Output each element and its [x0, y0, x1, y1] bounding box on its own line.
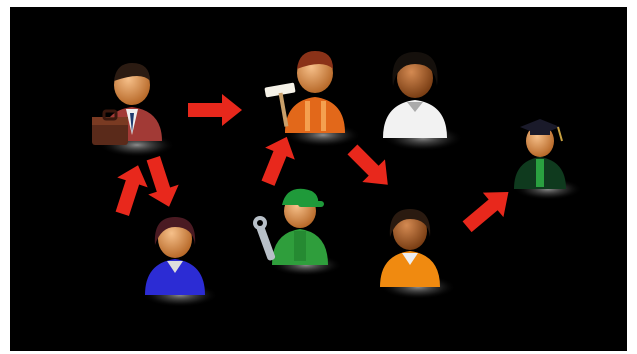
diagram-canvas: [10, 7, 627, 351]
arrow-right-1: [188, 94, 242, 126]
mechanic-icon: [253, 189, 342, 276]
arrow-down-right: [341, 138, 399, 196]
woman-white-icon: [383, 52, 463, 151]
arrow-up-left: [107, 160, 153, 218]
woman-orange-icon: [380, 209, 456, 299]
arrow-up-right: [457, 180, 519, 239]
woman-purple-icon: [142, 217, 218, 307]
graduate-icon: [514, 119, 582, 200]
businessman-icon: [92, 63, 175, 157]
painter-icon: [264, 51, 361, 147]
